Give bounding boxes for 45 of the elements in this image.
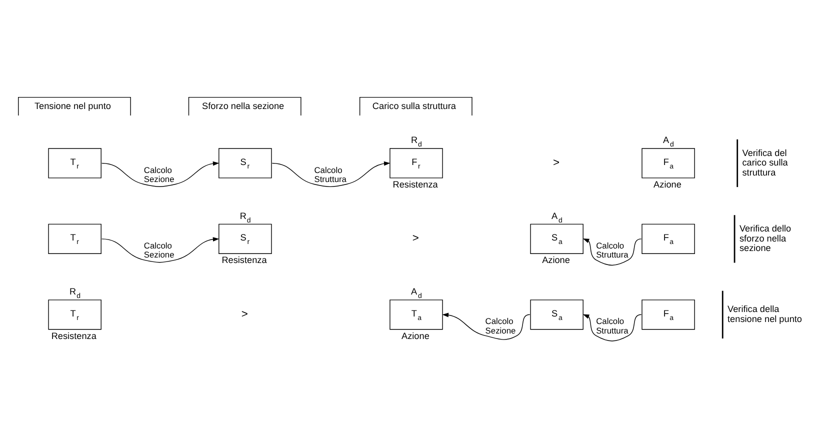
node-label: A$_{d}$ <box>410 286 422 300</box>
node-label: Resistenza <box>392 179 438 190</box>
node-box: T$_{r}$ <box>48 224 101 254</box>
edge-label: Calcolo Sezione <box>484 316 516 336</box>
arrow <box>442 312 530 340</box>
edge-label: Calcolo Sezione <box>143 164 174 184</box>
node-label: Azione <box>401 330 429 341</box>
node-label: A$_{d}$ <box>662 135 674 149</box>
node-box: F$_{a}$ <box>641 300 694 330</box>
edge-label: Calcolo Struttura <box>314 164 346 184</box>
label: Carico sulla struttura <box>372 100 456 111</box>
node-label: Azione <box>653 179 681 190</box>
node-box: S$_{r}$ <box>218 148 272 178</box>
node-label: R$_{d}$ <box>410 135 422 149</box>
label: Verifica del carico sulla struttura <box>742 148 788 178</box>
node-label: Resistenza <box>221 255 266 266</box>
label: Verifica della tensione nel punto <box>727 304 802 324</box>
label: > <box>552 156 560 169</box>
edge-label: Calcolo Struttura <box>596 240 628 260</box>
label: Sforzo nella sezione <box>202 100 284 111</box>
arrow <box>582 238 642 266</box>
arrow <box>582 314 642 342</box>
node-label: Azione <box>542 255 570 266</box>
node-label: A$_{d}$ <box>551 210 562 224</box>
node-label: R$_{d}$ <box>239 210 250 224</box>
node-label: R$_{d}$ <box>69 286 80 300</box>
node-box: S$_{a}$ <box>530 224 583 254</box>
arrow <box>271 161 390 188</box>
node-box: S$_{r}$ <box>218 224 272 254</box>
arrow <box>100 237 219 263</box>
node-box: F$_{a}$ <box>641 224 694 254</box>
edge-label: Calcolo Sezione <box>143 240 174 260</box>
label: > <box>412 232 418 245</box>
node-label: Resistenza <box>50 330 96 341</box>
node-box: S$_{a}$ <box>530 300 583 330</box>
label: Tensione nel punto <box>34 100 110 111</box>
node-box: F$_{r}$ <box>389 148 442 178</box>
node-box: F$_{a}$ <box>641 148 694 178</box>
node-box: T$_{r}$ <box>48 300 101 330</box>
edge-label: Calcolo Struttura <box>596 316 628 336</box>
node-box: T$_{a}$ <box>389 300 442 330</box>
node-box: T$_{r}$ <box>48 148 101 178</box>
arrow <box>100 161 219 187</box>
label: Verifica dello sforzo nella sezione <box>738 224 791 254</box>
label: > <box>240 308 248 320</box>
